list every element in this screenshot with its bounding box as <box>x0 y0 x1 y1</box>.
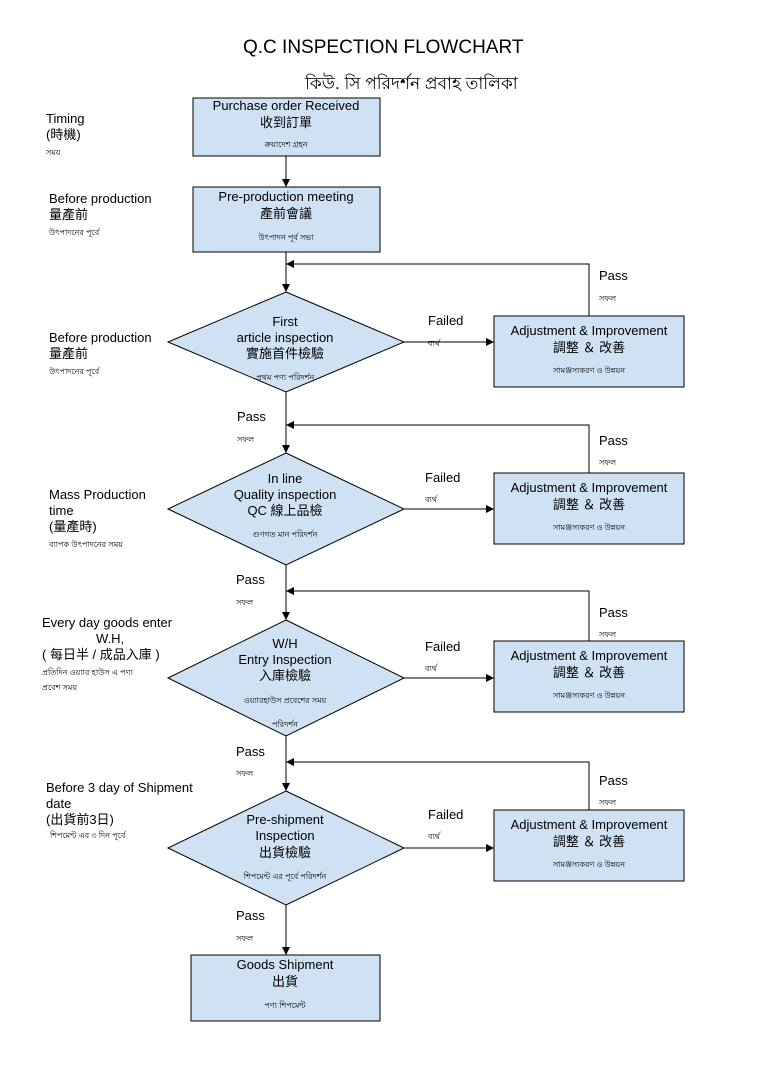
preprod-box-cjk: 產前會議 <box>259 206 313 221</box>
purchase-box-bn: ক্রয়াদেশ গ্রহন <box>264 140 308 149</box>
pass-down-1: Pass <box>237 409 266 424</box>
shipment-box-en: Goods Shipment <box>236 957 334 972</box>
diamond-4-line1: Pre-shipment <box>246 812 324 827</box>
adjust-4-cjk: 調整 ＆ 改善 <box>552 834 626 849</box>
adjustment-box-3 <box>493 640 685 713</box>
left-label-3-cjk: (量產時) <box>49 519 97 534</box>
adjust-2-en: Adjustment & Improvement <box>510 480 668 495</box>
adjust-3-cjk: 調整 ＆ 改善 <box>552 665 626 680</box>
preprod-box-bn: উৎপাদন পূর্ব সভা <box>258 233 314 242</box>
arrow-pass-loop-2 <box>286 421 590 473</box>
timing-label-cjk: (時機) <box>46 127 81 142</box>
purchase-box-en: Purchase order Received <box>212 98 360 113</box>
adjust-4-bn: সামঞ্জস্যকরণ ও উন্নয়ন <box>553 860 625 869</box>
left-label-3-en: Mass Production <box>49 487 146 502</box>
arrow-pass-loop-4 <box>286 758 590 810</box>
diamond-3-line1: W/H <box>272 636 298 651</box>
left-label-4-en2: W.H, <box>96 631 125 646</box>
left-label-3-en2: time <box>49 503 74 518</box>
diamond-3-bn2: পরিদর্শন <box>272 720 298 729</box>
diamond-1-line1: First <box>272 314 298 329</box>
diamond-4-line2: Inspection <box>255 828 315 843</box>
pass-loop-2-bn: সফল <box>599 458 617 467</box>
left-label-4-cjk: ( 每日半 / 成品入庫 ) <box>42 647 160 662</box>
failed-label-1-bn: ব্যর্থ <box>428 339 440 348</box>
preproduction-meeting-box <box>192 186 381 253</box>
diamond-4-bn: শিপমেন্ট এর পূর্বে পরিদর্শন <box>243 872 327 881</box>
left-label-5-bn: শিপমেন্ট এর ৩ দিন পূর্বে <box>50 831 126 840</box>
left-label-1-bn: উৎপাদনের পূর্বে <box>49 228 100 237</box>
diamond-2-cjk: QC 線上品檢 <box>247 503 323 518</box>
diamond-3-cjk: 入庫檢驗 <box>258 668 312 683</box>
diamond-1-line2: article inspection <box>236 330 334 345</box>
preprod-box-en: Pre-production meeting <box>218 189 354 204</box>
left-label-2-cjk: 量產前 <box>49 346 89 361</box>
failed-label-4: Failed <box>428 807 464 822</box>
failed-label-1: Failed <box>428 313 464 328</box>
adjust-3-en: Adjustment & Improvement <box>510 648 668 663</box>
pass-down-4: Pass <box>236 908 265 923</box>
diamond-4-cjk: 出貨檢驗 <box>258 845 312 860</box>
pass-down-4-bn: সফল <box>236 934 254 943</box>
left-label-5-en: Before 3 day of Shipment <box>46 780 193 795</box>
failed-label-2: Failed <box>425 470 461 485</box>
diamond-3-line2: Entry Inspection <box>238 652 332 667</box>
arrow-pass-loop-3 <box>286 587 590 641</box>
left-label-2-bn: উৎপাদনের পূর্বে <box>49 367 100 376</box>
left-label-4-bn: প্রতিদিন ওয়্যার হাউস এ পণ্য <box>42 668 133 677</box>
left-label-3-bn: ব্যাপক উৎপাদনের সময় <box>49 540 123 549</box>
diamond-2-bn: গুণগত মান পরিদর্শন <box>252 530 318 539</box>
diamond-2-line1: In line <box>267 471 303 486</box>
failed-label-3-bn: ব্যর্থ <box>425 664 437 673</box>
timing-label: Timing <box>46 111 85 126</box>
arrow-pass-loop-1 <box>286 260 590 316</box>
diamond-2-line2: Quality inspection <box>233 487 337 502</box>
pass-down-2-bn: সফল <box>236 598 254 607</box>
purchase-box-cjk: 收到訂單 <box>259 115 313 130</box>
shipment-box-bn: পণ্য শিপমেন্ট <box>264 1001 306 1010</box>
adjust-2-bn: সামঞ্জস্যকরণ ও উন্নয়ন <box>553 523 625 532</box>
pass-loop-1: Pass <box>599 268 628 283</box>
adjust-1-en: Adjustment & Improvement <box>510 323 668 338</box>
left-label-1-en: Before production <box>49 191 152 206</box>
page-title: Q.C INSPECTION FLOWCHART <box>243 37 524 58</box>
pass-loop-4-bn: সফল <box>599 798 617 807</box>
adjustment-box-4 <box>493 809 685 882</box>
left-label-5-en2: date <box>46 796 72 811</box>
left-label-5-cjk: (出貨前3日) <box>46 812 114 827</box>
failed-label-2-bn: ব্যর্থ <box>425 495 437 504</box>
adjust-2-cjk: 調整 ＆ 改善 <box>552 497 626 512</box>
failed-label-4-bn: ব্যর্থ <box>428 832 440 841</box>
adjust-1-cjk: 調整 ＆ 改善 <box>552 340 626 355</box>
left-label-4-bn2: প্রবেশ সময় <box>42 683 78 692</box>
pass-down-2: Pass <box>236 572 265 587</box>
diamond-1-cjk: 實施首件檢驗 <box>245 346 325 361</box>
pass-loop-1-bn: সফল <box>599 294 617 303</box>
page-subtitle: কিউ. সি পরিদর্শন প্রবাহ তালিকা <box>305 74 518 93</box>
adjustment-box-2 <box>493 472 685 545</box>
timing-label-bn: সময় <box>46 148 61 157</box>
left-label-2-en: Before production <box>49 330 152 345</box>
pass-down-1-bn: সফল <box>237 435 255 444</box>
pass-loop-2: Pass <box>599 433 628 448</box>
adjustment-box-1 <box>493 315 685 388</box>
diamond-3-bn: ওয়্যারহাউস প্রবেশের সময় <box>243 696 327 705</box>
purchase-order-box <box>192 97 381 157</box>
pass-loop-4: Pass <box>599 773 628 788</box>
failed-label-3: Failed <box>425 639 461 654</box>
left-label-1-cjk: 量產前 <box>49 207 89 222</box>
adjust-4-en: Adjustment & Improvement <box>510 817 668 832</box>
left-label-4-en: Every day goods enter <box>42 615 173 630</box>
adjust-3-bn: সামঞ্জস্যকরণ ও উন্নয়ন <box>553 691 625 700</box>
adjust-1-bn: সামঞ্জস্যকরণ ও উন্নয়ন <box>553 366 625 375</box>
pass-down-3: Pass <box>236 744 265 759</box>
diamond-1-bn: প্রথম পণ্য পরিদর্শন <box>255 373 315 382</box>
pass-loop-3: Pass <box>599 605 628 620</box>
shipment-box-cjk: 出貨 <box>271 974 299 989</box>
pass-down-3-bn: সফল <box>236 769 254 778</box>
pass-loop-3-bn: সফল <box>599 630 617 639</box>
